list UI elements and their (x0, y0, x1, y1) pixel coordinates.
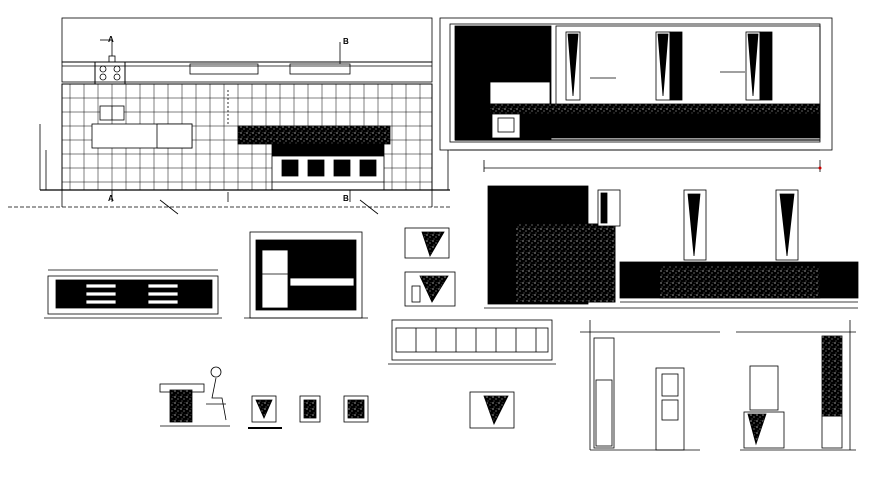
main-wall-elevation (8, 17, 450, 215)
small-section-details (248, 391, 515, 429)
section-a-top-label: A (108, 35, 114, 44)
side-wall-elevations (580, 320, 856, 451)
section-b-top-label: B (343, 37, 349, 46)
counter-plan-strip (388, 319, 556, 365)
dining-wall-elevation (484, 185, 859, 309)
refrigerator-wall-elevation (244, 231, 368, 319)
section-a-bottom-label: A (108, 194, 114, 203)
counter-detail-sections (404, 227, 456, 307)
section-b-bottom-label: B (343, 194, 349, 203)
kitchen-long-elevation (439, 17, 833, 172)
stool-and-figure-section (159, 366, 230, 427)
island-elevation (44, 269, 222, 319)
